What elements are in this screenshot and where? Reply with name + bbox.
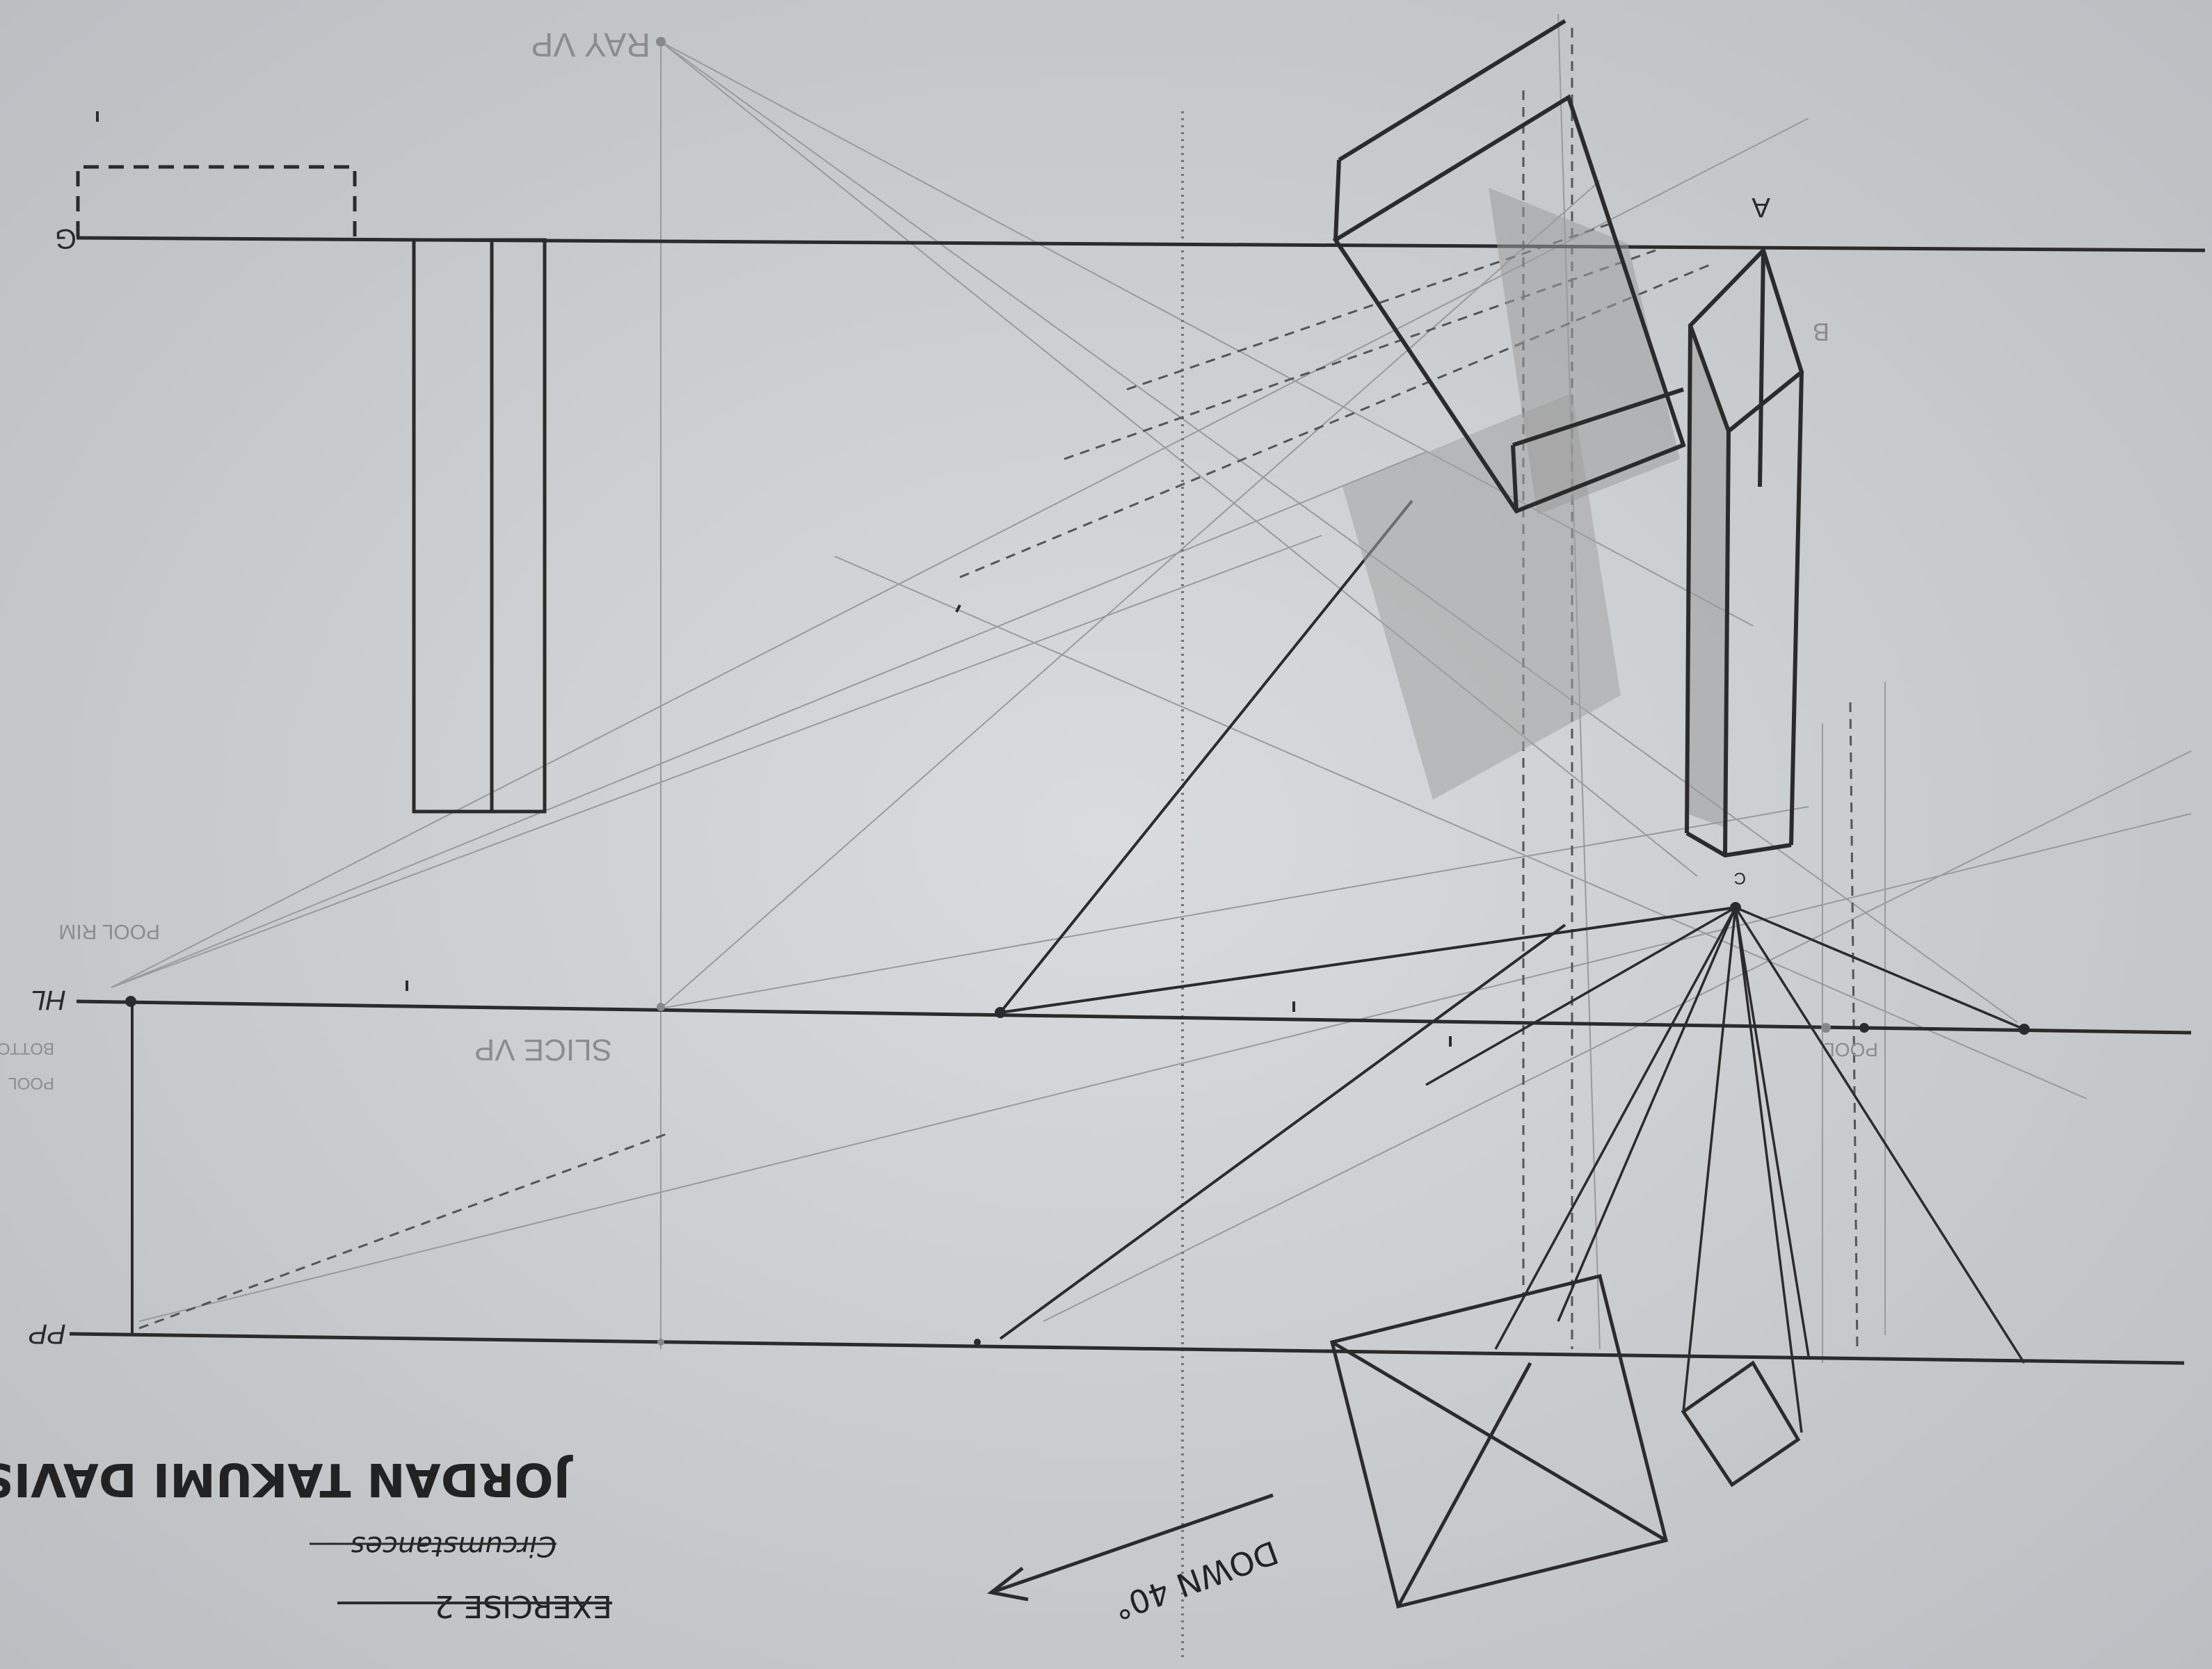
ray-vp-point: [656, 37, 666, 47]
pool-rim-label: POOL RIM: [58, 920, 160, 943]
down-arrow: [987, 1493, 1274, 1602]
dashed-pool-outline: [76, 165, 357, 236]
pool-right-label: POOL: [1824, 1039, 1878, 1061]
horizon-line-label: HL: [31, 985, 66, 1015]
slice-vp-label: SLICE VP: [474, 1033, 612, 1067]
tall-box-shade: [1687, 325, 1729, 828]
lower-squares: [1329, 1273, 1801, 1609]
c-rays: [1425, 906, 2026, 1433]
exercise-label: EXERCISE 2: [434, 1588, 612, 1624]
picture-plane-line: [69, 1332, 2185, 1365]
point-a-label: A: [1752, 192, 1770, 223]
tall-box: [1685, 246, 1804, 858]
pool-bottom-label-2: BOTTOM: [0, 1039, 54, 1058]
ray-vp-label: RAY VP: [531, 26, 650, 63]
small-square: [1681, 1360, 1801, 1487]
upper-box: [1332, 19, 1686, 514]
plan-rectangle: [412, 238, 547, 814]
subtitle-label: Circumstances: [351, 1530, 556, 1562]
slice-rays: [999, 499, 1736, 1340]
picture-plane-label: PP: [29, 1319, 66, 1349]
horizon-line: [76, 999, 2192, 1035]
ground-line-label: G: [55, 223, 77, 254]
point-b-label: B: [1813, 318, 1829, 346]
tick-marks: [96, 111, 1452, 1047]
point-c-label: C: [1734, 869, 1746, 887]
author-label: JORDAN TAKUMI DAVIS: [0, 1453, 573, 1506]
pool-bottom-label-1: POOL: [8, 1074, 54, 1092]
upper-box-shade: [1489, 188, 1680, 515]
